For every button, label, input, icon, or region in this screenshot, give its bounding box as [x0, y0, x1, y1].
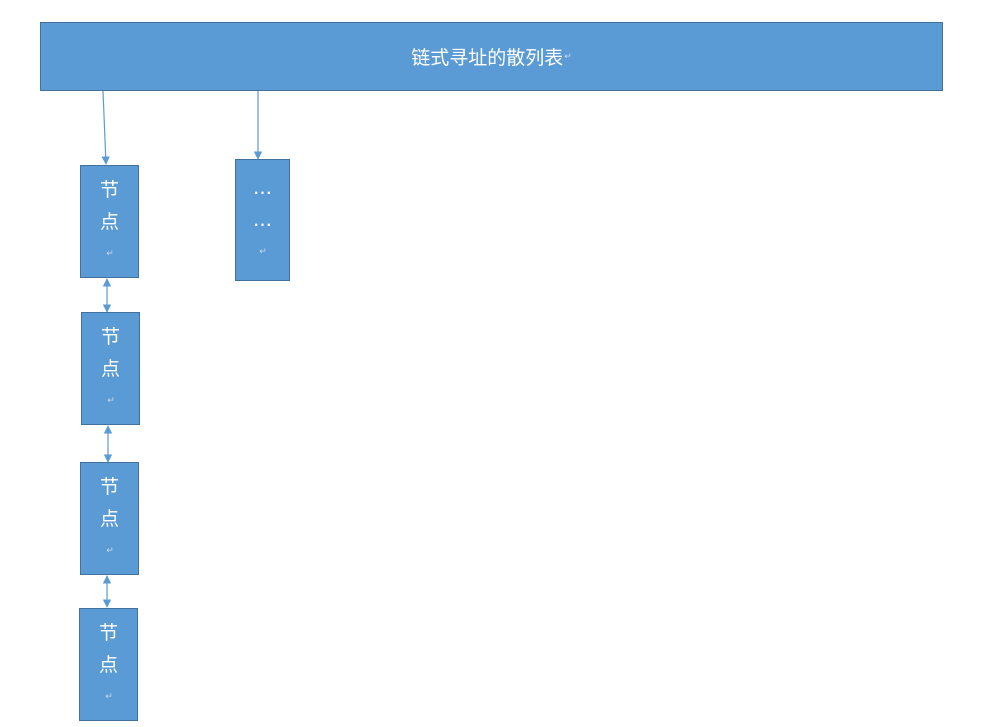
hash-table-title: 链式寻址的散列表 [411, 47, 564, 69]
node-label-line1: 节 [99, 178, 119, 201]
chain-node-ellipsis: … …↵ [235, 159, 290, 281]
chain-node-1: 节 点↵ [80, 165, 139, 278]
node-label-line2: 点↵ [100, 206, 119, 270]
node-label-line2: 点↵ [100, 503, 119, 567]
node-label-line1: 节 [98, 621, 118, 644]
paragraph-mark-icon: ↵ [105, 691, 113, 702]
paragraph-mark-icon: ↵ [106, 248, 114, 259]
node-label-line1: 节 [100, 325, 120, 348]
chain-node-4: 节 点↵ [79, 608, 138, 721]
chain-node-3: 节 点↵ [80, 462, 139, 575]
node-label-line2: 点↵ [101, 353, 120, 417]
paragraph-mark-icon: ↵ [259, 247, 267, 257]
chain-node-2: 节 点↵ [81, 312, 140, 425]
bucket-arrow-1 [101, 90, 110, 165]
node-label-line2: …↵ [253, 204, 272, 268]
paragraph-mark-icon: ↵ [106, 545, 114, 556]
paragraph-mark-icon: ↵ [107, 395, 115, 406]
node-label-line1: 节 [99, 475, 119, 498]
paragraph-mark-icon: ↵ [564, 51, 572, 62]
hash-table-box: 链式寻址的散列表↵ [40, 22, 943, 91]
node-label-line2: 点↵ [99, 649, 118, 713]
node-label-line1: … [253, 177, 272, 199]
